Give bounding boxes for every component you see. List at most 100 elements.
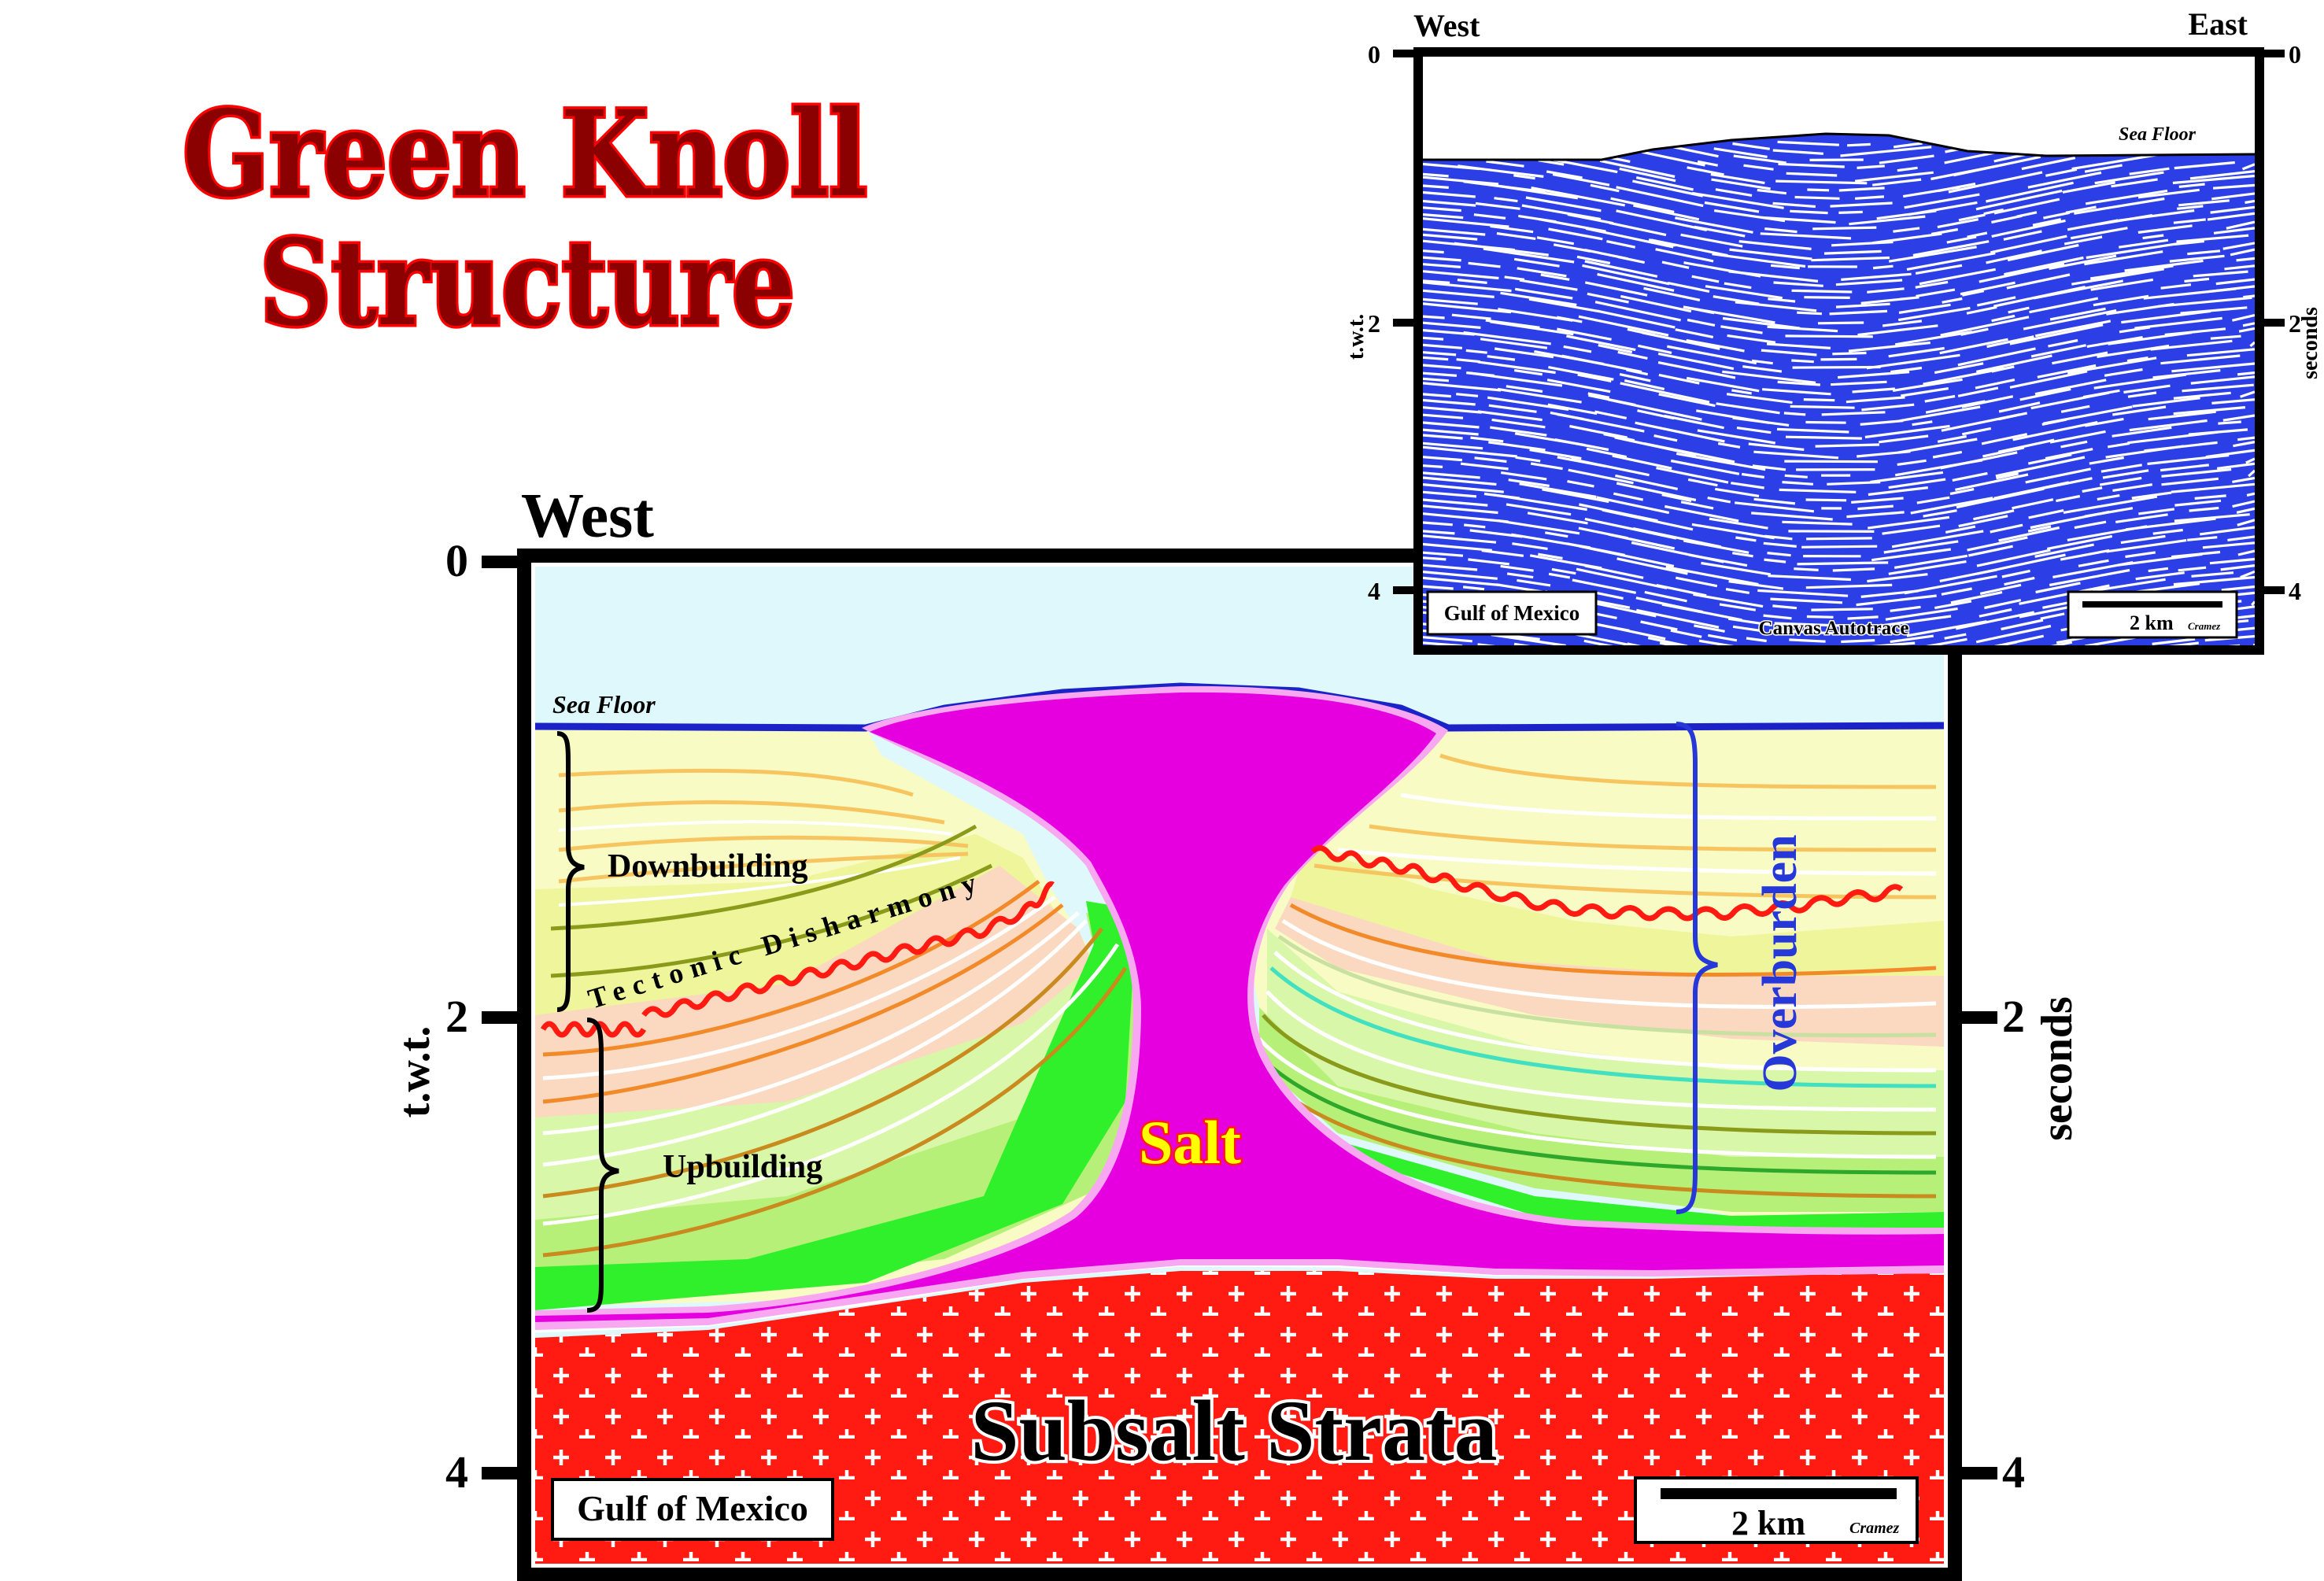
- seismic-reflector: [1764, 534, 1793, 541]
- seismic-reflector: [1504, 275, 1525, 281]
- seismic-reflector: [2142, 234, 2164, 240]
- seismic-reflector: [1633, 204, 1700, 221]
- seismic-reflector: [1772, 201, 1816, 209]
- seismic-reflector: [1587, 292, 1629, 304]
- seismic-reflector: [1649, 141, 1719, 158]
- seismic-reflector: [2112, 426, 2172, 438]
- seismic-reflector: [1423, 190, 1476, 198]
- seismic-reflector: [2120, 534, 2166, 545]
- seismic-reflector: [2067, 219, 2119, 231]
- seismic-reflector: [1763, 614, 1792, 620]
- seismic-reflector: [2009, 370, 2088, 389]
- seismic-reflector: [2049, 568, 2130, 587]
- seismic-reflector: [2172, 174, 2255, 185]
- seismic-reflector: [2152, 637, 2196, 645]
- seismic-reflector: [2115, 513, 2168, 523]
- downbuilding-label: Downbuilding: [608, 848, 807, 885]
- seismic-reflector: [1934, 600, 1972, 610]
- seismic-reflector: [1517, 267, 1567, 278]
- seismic-reflector: [1733, 154, 1786, 164]
- region-box: [551, 1478, 834, 1541]
- seismic-reflector: [1548, 366, 1614, 381]
- seismic-reflector: [1554, 438, 1609, 452]
- seismic-reflector: [2137, 188, 2200, 199]
- seismic-reflector: [2089, 264, 2174, 280]
- seismic-reflector: [1644, 590, 1687, 603]
- seismic-reflector: [1871, 548, 1952, 562]
- left-upper-strata: [558, 768, 969, 884]
- seismic-frame: [1413, 47, 2264, 655]
- seismic-reflector: [1577, 373, 1612, 382]
- seismic-reflector: [2173, 218, 2206, 224]
- seismic-reflector: [1958, 213, 1986, 222]
- seismic-reflector: [1624, 379, 1665, 391]
- seismic-reflector: [1890, 634, 1934, 644]
- seismic-reflector: [1941, 413, 2020, 432]
- seismic-reflector: [2123, 384, 2171, 394]
- seismic-reflector: [1728, 580, 1784, 590]
- seismic-reflector: [1811, 256, 1890, 262]
- seismic-reflector: [1776, 630, 1846, 635]
- seismic-reflector: [1598, 344, 1633, 354]
- seismic-reflector: [1990, 235, 2067, 254]
- seismic-reflector: [1506, 503, 1572, 516]
- seismic-reflector: [1423, 551, 1464, 557]
- seismic-reflector: [1891, 530, 1984, 549]
- seismic-reflector: [1916, 496, 1950, 504]
- seismic-reflector: [2028, 509, 2064, 519]
- seismic-reflector: [2099, 476, 2142, 486]
- seismic-reflector: [1937, 218, 1979, 229]
- seismic-reflector: [1423, 279, 1450, 284]
- seismic-reflector: [1423, 498, 1488, 507]
- seismic-reflector: [2037, 364, 2097, 379]
- seismic-reflector: [1976, 296, 2016, 307]
- seismic-tick-left-0: 0: [1368, 40, 1380, 68]
- seismic-reflector: [2240, 390, 2255, 398]
- seismic-reflector: [1990, 523, 2023, 534]
- seismic-reflector: [1872, 178, 1922, 187]
- seismic-reflector: [2071, 268, 2164, 286]
- seismic-reflector: [2084, 164, 2123, 173]
- seismic-reflector: [1640, 620, 1678, 631]
- seismic-reflector: [1635, 608, 1720, 629]
- seismic-reflector: [1722, 316, 1801, 330]
- seismic-reflector: [1597, 272, 1675, 292]
- seismic-reflector: [1687, 318, 1716, 327]
- seismic-reflector: [1879, 154, 1934, 164]
- seismic-reflector: [1715, 487, 1760, 497]
- seismic-reflector: [2237, 519, 2255, 526]
- seismic-reflector: [2245, 199, 2255, 205]
- seismic-reflector: [1528, 297, 1600, 313]
- seismic-reflector: [1656, 584, 1707, 597]
- seismic-reflector: [2211, 398, 2255, 404]
- seismic-reflector: [2207, 212, 2255, 221]
- seismic-reflector: [1686, 338, 1745, 353]
- seismic-reflector: [1932, 450, 1963, 459]
- seismic-reflector: [1512, 542, 1548, 550]
- seismic-reflector: [1732, 552, 1753, 558]
- seismic-reflector: [1486, 160, 1524, 168]
- seismic-reflector: [1619, 167, 1676, 183]
- seismic-region-label: Gulf of Mexico: [1444, 601, 1580, 625]
- seismic-reflector: [2049, 254, 2117, 270]
- seismic-reflector: [2084, 636, 2136, 645]
- seismic-reflector: [1460, 462, 1509, 471]
- seismic-reflector: [1851, 497, 1904, 504]
- seismic-reflector: [1551, 567, 1576, 575]
- seismic-reflector: [2049, 307, 2106, 321]
- seismic-reflector: [1473, 213, 1506, 220]
- seismic-reflector: [1910, 497, 1993, 515]
- seismic-reflector: [1916, 288, 1956, 297]
- seismic-reflector: [1494, 197, 1518, 203]
- seismic-reflector: [1926, 637, 1967, 645]
- overburden-label: Overburden: [1753, 834, 1807, 1092]
- seismic-reflector: [2102, 469, 2149, 479]
- seismic-reflector: [1956, 487, 2045, 509]
- seismic-reflector: [1713, 147, 1768, 158]
- seismic-reflector: [1763, 541, 1797, 548]
- seismic-reflector: [1975, 624, 2052, 644]
- seismic-reflector: [1870, 471, 1944, 483]
- seismic-reflector: [1620, 382, 1710, 404]
- seismic-reflector: [1897, 306, 1971, 322]
- seismic-reflector: [1670, 459, 1740, 475]
